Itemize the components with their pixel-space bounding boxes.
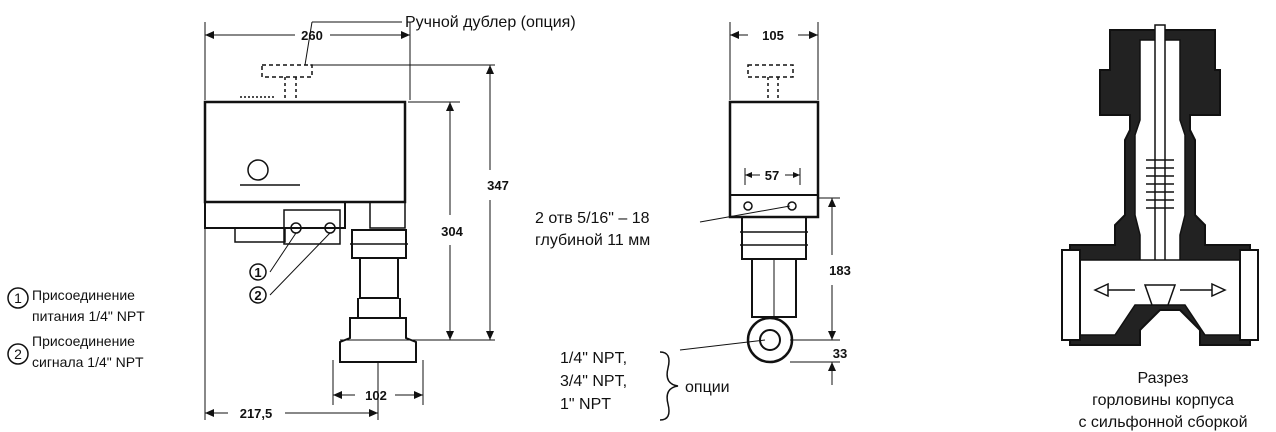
holes-note-line1: 2 отв 5/16" – 18 — [535, 210, 650, 227]
npt-option-2: 3/4" NPT, — [560, 373, 627, 390]
marker-1-label: 1 — [254, 265, 261, 280]
dim-304: 304 — [441, 224, 463, 239]
legend-item-2: 2 Присоединение сигнала 1/4" NPT — [7, 333, 144, 370]
section-caption-line3: с сильфонной сборкой — [1078, 414, 1247, 431]
side-view — [679, 22, 840, 385]
marker-2: 2 — [249, 286, 267, 304]
dim-347: 347 — [487, 178, 509, 193]
front-view — [203, 21, 495, 420]
section-caption-line1: Разрез — [1138, 370, 1189, 387]
npt-option-1: 1/4" NPT, — [560, 350, 627, 367]
dim-105: 105 — [762, 28, 784, 43]
legend-item-1: 1 Присоединение питания 1/4" NPT — [7, 287, 145, 324]
legend-2-num: 2 — [14, 346, 22, 362]
bellows-section-view — [1061, 24, 1259, 346]
marker-1: 1 — [249, 263, 267, 281]
dim-217-5: 217,5 — [240, 406, 273, 421]
legend-2-line2: сигнала 1/4" NPT — [32, 354, 144, 370]
legend-1-line2: питания 1/4" NPT — [32, 308, 145, 324]
dim-57: 57 — [765, 168, 779, 183]
legend-1-circle — [7, 287, 29, 309]
legend-2-circle — [7, 343, 29, 365]
dim-260: 260 — [301, 28, 323, 43]
legend-2-line1: Присоединение — [32, 333, 135, 349]
npt-options-label: опции — [685, 379, 730, 396]
legend-1-line1: Присоединение — [32, 287, 135, 303]
holes-note-line2: глубиной 11 мм — [535, 232, 650, 249]
dim-183: 183 — [829, 263, 851, 278]
callout-manual-override: Ручной дублер (опция) — [405, 14, 576, 31]
dim-33: 33 — [833, 346, 847, 361]
dim-102: 102 — [365, 388, 387, 403]
npt-options-brace — [659, 351, 679, 421]
npt-option-3: 1" NPT — [560, 396, 611, 413]
section-caption-line2: горловины корпуса — [1092, 392, 1234, 409]
marker-2-label: 2 — [254, 288, 261, 303]
legend-1-num: 1 — [14, 290, 22, 306]
